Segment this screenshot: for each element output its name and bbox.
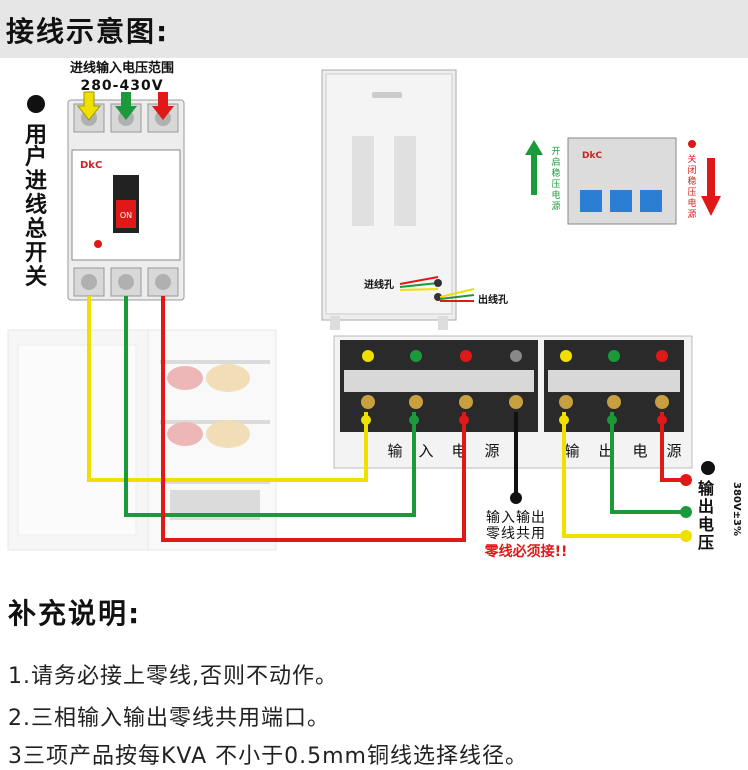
wiring-diagram: ON DkC 进线输入电压范围 280-430V 用 户 进 线 总 开 关	[7, 60, 742, 560]
svg-text:压: 压	[687, 187, 696, 198]
output-red-dot	[657, 415, 667, 425]
breaker-brand: DkC	[80, 160, 102, 171]
svg-text:总: 总	[25, 216, 47, 242]
svg-text:开: 开	[551, 146, 560, 157]
out-green-end	[680, 506, 692, 518]
svg-text:启: 启	[551, 156, 560, 168]
note-item-1: 1.请务必接上零线,否则不动作。	[8, 664, 338, 689]
out-red-end	[680, 474, 692, 486]
close-dot	[688, 140, 696, 148]
input-range-value: 280-430V	[80, 78, 163, 94]
close-label: 关 闭 稳 压 电 源	[687, 153, 696, 220]
bullet-dot	[27, 95, 45, 113]
svg-text:源: 源	[551, 201, 560, 212]
outlet-label: 出线孔	[478, 293, 508, 306]
svg-text:压: 压	[551, 179, 560, 190]
output-green-dot	[607, 415, 617, 425]
svg-text:出: 出	[698, 497, 714, 516]
output-voltage-value: 380V±3%	[731, 482, 742, 536]
neutral-shared-line1: 输入输出	[486, 510, 546, 526]
output-power-label: 输 出 电 源	[564, 442, 681, 460]
svg-text:关: 关	[25, 265, 47, 290]
svg-text:电: 电	[551, 189, 560, 201]
svg-text:出: 出	[598, 442, 613, 460]
output-bullet-dot	[701, 461, 715, 475]
svg-text:DkC: DkC	[582, 151, 602, 161]
svg-text:关: 关	[687, 153, 696, 165]
input-red-dot	[459, 415, 469, 425]
svg-text:电: 电	[687, 197, 696, 209]
user-switch-label: 用 户 进 线 总 开 关	[25, 123, 47, 290]
note-item-2: 2.三相输入输出零线共用端口。	[8, 706, 330, 731]
input-green-dot	[409, 415, 419, 425]
notes-title: 补充说明:	[8, 597, 142, 630]
wires	[87, 296, 686, 542]
svg-text:输: 输	[564, 442, 579, 460]
svg-text:输: 输	[387, 442, 402, 460]
svg-text:电: 电	[632, 442, 647, 460]
svg-text:进: 进	[25, 169, 47, 194]
close-arrow-icon	[701, 158, 721, 216]
svg-text:用: 用	[25, 123, 47, 148]
svg-text:闭: 闭	[687, 164, 696, 176]
svg-text:入: 入	[418, 442, 433, 460]
output-voltage-label: 输 出 电 压	[698, 479, 715, 552]
svg-text:源: 源	[484, 442, 499, 460]
inlet-label: 进线孔	[364, 278, 394, 291]
svg-text:源: 源	[687, 209, 696, 220]
input-yellow-dot	[361, 415, 371, 425]
svg-text:源: 源	[666, 442, 681, 460]
breaker-input-arrows	[76, 91, 174, 121]
stabilizer-cabinet: 进线孔 出线孔	[321, 69, 508, 330]
svg-text:压: 压	[698, 533, 714, 552]
svg-text:输: 输	[698, 479, 715, 498]
out-yellow-end	[680, 530, 692, 542]
svg-text:线: 线	[25, 192, 47, 218]
note-item-3: 3三项产品按每KVA 不小于0.5mm铜线选择线径。	[8, 744, 528, 769]
open-label: 开 启 稳 压 电 源	[551, 146, 560, 212]
svg-text:户: 户	[25, 144, 47, 170]
terminal-block	[333, 335, 693, 469]
page-title: 接线示意图:	[6, 15, 170, 48]
svg-text:开: 开	[25, 241, 47, 266]
neutral-end-dot	[510, 492, 522, 504]
title-bar	[0, 0, 748, 58]
input-range-label: 进线输入电压范围	[70, 60, 174, 76]
svg-text:稳: 稳	[687, 175, 696, 187]
neutral-warning: 零线必须接!!	[484, 543, 568, 560]
main-breaker: ON DkC	[67, 99, 185, 301]
output-yellow-dot	[559, 415, 569, 425]
small-breaker: DkC	[567, 137, 677, 225]
breaker-on-label: ON	[120, 211, 132, 220]
open-arrow-icon	[525, 140, 543, 195]
svg-text:电: 电	[698, 515, 714, 534]
svg-text:稳: 稳	[551, 167, 560, 179]
neutral-shared-line2: 零线共用	[486, 526, 546, 542]
